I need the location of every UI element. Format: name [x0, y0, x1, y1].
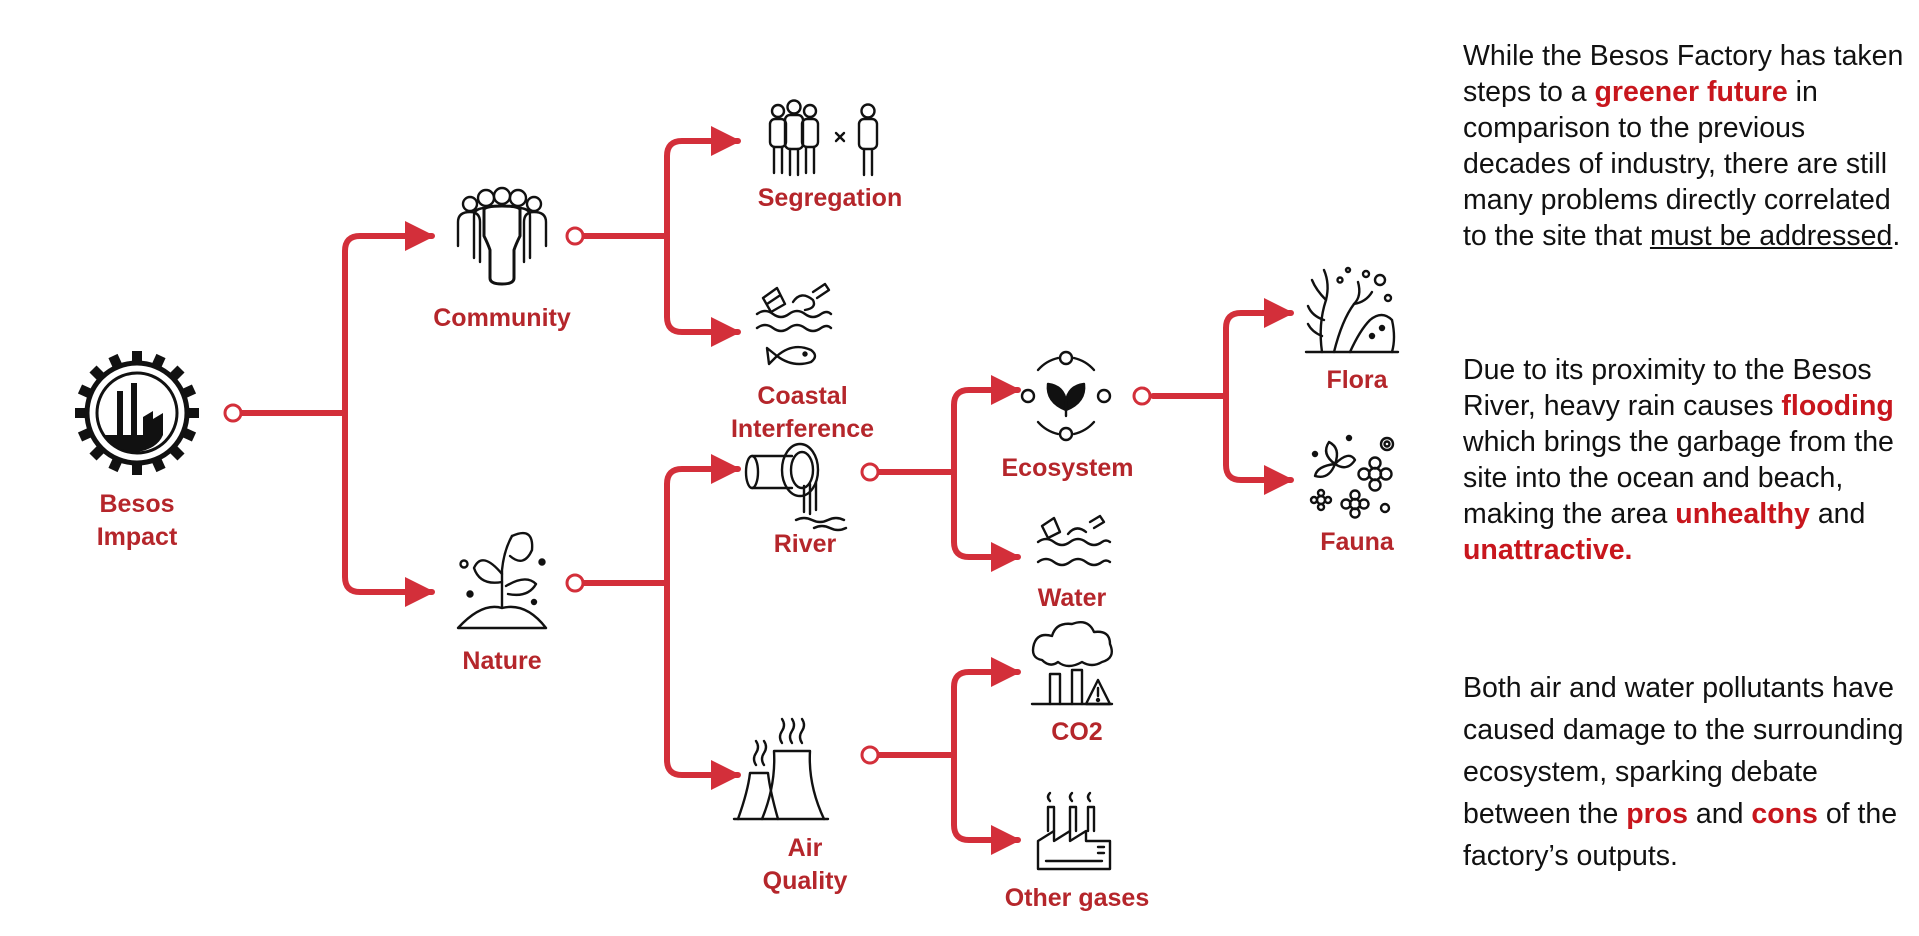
connector-nature-river: [580, 454, 741, 586]
node-label-line: Other gases: [1004, 884, 1150, 912]
paragraph-text: in comparison to the previous decades of…: [1463, 76, 1891, 252]
node-label-line: Coastal: [757, 382, 848, 410]
highlight-greener-future: greener future: [1594, 76, 1788, 108]
paragraph-flooding: Due to its proximity to the Besos River,…: [1463, 352, 1913, 568]
coastal-trash-fish-icon: [755, 282, 833, 366]
water-pollution-icon: [1036, 514, 1112, 567]
node-label-line: Segregation: [757, 184, 903, 212]
node-label-other-gases: Other gases: [987, 882, 1167, 915]
highlight-unhealthy: unhealthy: [1675, 498, 1810, 530]
node-label-water: Water: [1007, 582, 1137, 615]
highlight-pros: pros: [1626, 798, 1688, 830]
factory-chimney-icon: [1036, 791, 1112, 871]
node-label-line: Ecosystem: [1001, 454, 1134, 482]
highlight-flooding: flooding: [1781, 390, 1894, 422]
flowers-icon: [1309, 434, 1395, 519]
node-label-line: Besos: [99, 490, 175, 518]
node-label-besos-impact: Besos Impact: [77, 488, 197, 554]
node-label-fauna: Fauna: [1302, 526, 1412, 559]
node-label-ecosystem: Ecosystem: [985, 452, 1150, 485]
node-label-line: River: [773, 530, 837, 558]
node-label-flora: Flora: [1302, 364, 1412, 397]
node-label-line: Quality: [762, 867, 848, 895]
connector-river-ecosystem: [876, 375, 1021, 475]
node-label-line: Flora: [1326, 366, 1388, 394]
ecosystem-cycle-icon: [1020, 350, 1112, 442]
origin-dot-besos: [223, 403, 243, 423]
origin-dot-community: [565, 226, 585, 246]
coral-reef-icon: [1304, 266, 1400, 354]
connector-nature-air: [664, 580, 741, 790]
origin-dot-nature: [565, 573, 585, 593]
drain-pipe-icon: [744, 442, 848, 532]
node-label-line: Fauna: [1320, 528, 1394, 556]
connector-community-coastal: [664, 233, 741, 347]
underlined-must-be-addressed: must be addressed: [1649, 220, 1893, 252]
connector-air-co2: [876, 657, 1021, 758]
origin-dot-river: [860, 462, 880, 482]
paragraph-text: of the factory’s outputs.: [1463, 798, 1898, 872]
smoke-cloud-icon: [1030, 621, 1114, 706]
node-label-line: Interference: [730, 415, 875, 443]
node-label-co2: CO2: [1012, 716, 1142, 749]
origin-dot-ecosystem: [1132, 386, 1152, 406]
paragraph-text: Both air and water pollutants have cause…: [1463, 672, 1904, 830]
connector-besos-nature: [342, 410, 435, 607]
node-label-line: Nature: [462, 647, 542, 675]
paragraph-text: and: [1809, 498, 1866, 530]
node-label-line: Impact: [96, 523, 178, 551]
highlight-cons: cons: [1751, 798, 1818, 830]
node-label-nature: Nature: [422, 645, 582, 678]
node-label-river: River: [740, 528, 870, 561]
connector-ecosystem-fauna: [1223, 393, 1294, 495]
sprout-icon: [456, 531, 548, 630]
node-label-line: Community: [433, 304, 571, 332]
node-label-line: Air: [787, 834, 823, 862]
connector-ecosystem-flora: [1150, 298, 1294, 399]
factory-gear-icon: [75, 351, 199, 475]
connector-air-othergases: [951, 752, 1021, 855]
origin-dot-air: [860, 745, 880, 765]
paragraph-text: which brings the garbage from the site i…: [1463, 426, 1894, 530]
paragraph-text: While the Besos Factory has taken steps …: [1463, 40, 1904, 108]
connector-besos-community: [239, 221, 435, 416]
paragraph-text: Due to its proximity to the Besos River,…: [1463, 354, 1872, 422]
paragraph-pollutants: Both air and water pollutants have cause…: [1463, 667, 1913, 877]
cooling-tower-icon: [732, 717, 830, 821]
node-label-air-quality: Air Quality: [740, 832, 870, 898]
paragraph-greener-future: While the Besos Factory has taken steps …: [1463, 38, 1913, 254]
paragraph-text: and: [1687, 798, 1752, 830]
paragraph-text: .: [1892, 220, 1901, 252]
people-group-icon: [456, 186, 548, 286]
connector-river-water: [951, 469, 1021, 572]
connector-community-segregation: [580, 126, 741, 239]
node-label-line: CO2: [1051, 718, 1103, 746]
node-label-line: Water: [1037, 584, 1107, 612]
segregation-people-icon: [768, 99, 879, 177]
node-label-segregation: Segregation: [735, 182, 925, 215]
highlight-unattractive: unattractive.: [1463, 534, 1633, 566]
node-label-community: Community: [422, 302, 582, 335]
node-label-coastal-interference: Coastal Interference: [715, 380, 890, 446]
